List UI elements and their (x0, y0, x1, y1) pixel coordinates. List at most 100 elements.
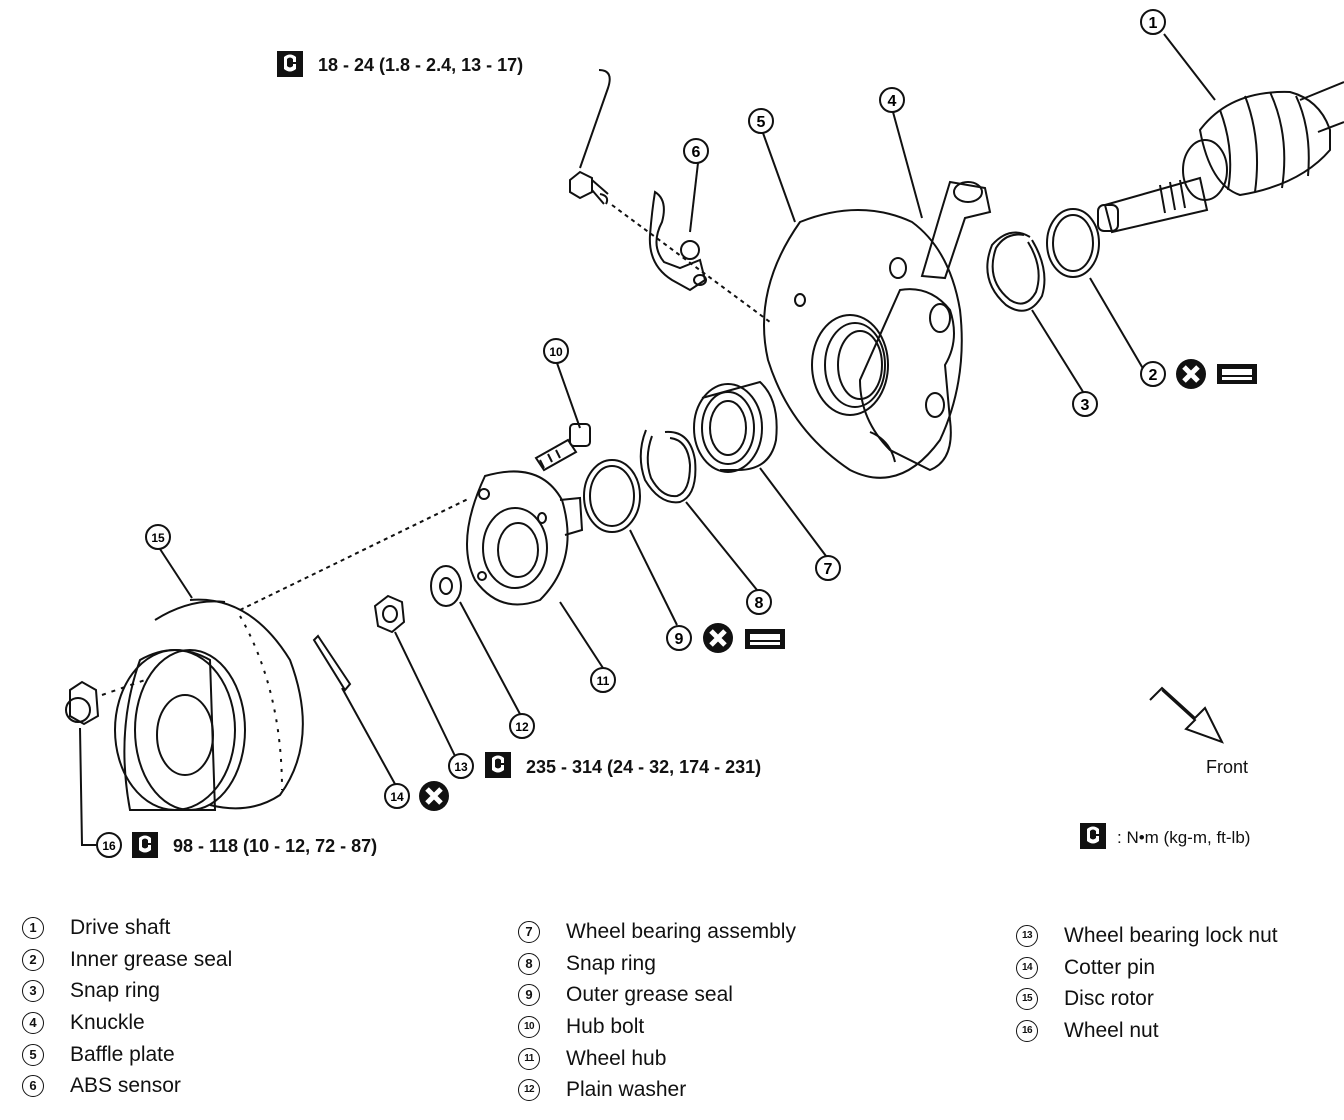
legend-number: 5 (22, 1043, 44, 1066)
callout-11-text: 11 (597, 674, 610, 688)
legend-part-name: Outer grease seal (566, 983, 733, 1007)
legend-number: 16 (1016, 1019, 1038, 1042)
callout-9: 9 (666, 625, 692, 651)
callout-9-text: 9 (675, 631, 684, 648)
callout-8-text: 8 (755, 595, 764, 612)
do-not-reuse-x-icon (703, 623, 733, 653)
legend-part-name: Plain washer (566, 1078, 687, 1102)
legend-item: 5 Baffle plate (22, 1039, 232, 1071)
legend-number: 3 (22, 980, 44, 1003)
legend-item: 3 Snap ring (22, 975, 232, 1007)
torque-spec-lock-nut: 235 - 314 (24 - 32, 174 - 231) (526, 757, 761, 777)
apply-grease-icon (1217, 364, 1257, 384)
callout-3: 3 (1072, 391, 1098, 417)
callout-2-text: 2 (1149, 367, 1158, 384)
legend-part-name: Drive shaft (70, 915, 171, 939)
do-not-reuse-x-icon (419, 781, 449, 811)
abs-sensor-bolt (569, 170, 609, 205)
legend-item: 12 Plain washer (518, 1074, 796, 1106)
legend-number: 7 (518, 920, 540, 943)
callout-6: 6 (683, 138, 709, 164)
legend-part-name: Snap ring (70, 979, 160, 1003)
callout-5: 5 (748, 108, 774, 134)
callout-13-text: 13 (454, 760, 468, 774)
torque-units-legend: : N•m (kg-m, ft-lb) (1117, 828, 1250, 847)
exploded-view-diagram: 1 2 3 4 5 6 7 8 9 10 11 12 13 14 15 16 1… (65, 9, 1344, 858)
callout-5-text: 5 (757, 114, 766, 131)
legend-part-name: Cotter pin (1064, 955, 1156, 979)
baffle-plate (763, 209, 963, 479)
legend-item: 2 Inner grease seal (22, 944, 232, 976)
callout-14-text: 14 (390, 790, 404, 804)
callout-1-text: 1 (1149, 15, 1158, 32)
torque-spec-abs-bolt: 18 - 24 (1.8 - 2.4, 13 - 17) (318, 55, 523, 75)
legend-number: 8 (518, 952, 540, 975)
legend-number: 4 (22, 1011, 44, 1034)
legend-part-name: Baffle plate (70, 1042, 175, 1066)
legend-number: 12 (518, 1079, 540, 1102)
drive-shaft (1097, 81, 1344, 234)
legend-item: 14 Cotter pin (1016, 952, 1278, 984)
inner-grease-seal (1046, 208, 1100, 278)
abs-sensor (648, 190, 707, 292)
do-not-reuse-x-icon (1176, 359, 1206, 389)
legend-number: 15 (1016, 988, 1038, 1011)
legend-part-name: Wheel bearing lock nut (1064, 923, 1278, 947)
torque-wrench-icon (485, 752, 511, 778)
outer-grease-seal (583, 459, 641, 533)
callout-10: 10 (543, 338, 569, 364)
legend-item: 4 Knuckle (22, 1007, 232, 1039)
legend-part-name: Wheel bearing assembly (566, 919, 796, 943)
wheel-nut (65, 680, 100, 726)
callout-4-text: 4 (888, 93, 897, 110)
wheel-bearing-assembly (693, 380, 778, 473)
callout-8: 8 (746, 589, 772, 615)
callout-10-text: 10 (549, 345, 563, 359)
legend-item: 7 Wheel bearing assembly (518, 916, 796, 948)
callout-7: 7 (815, 555, 841, 581)
legend-part-name: Wheel nut (1064, 1018, 1159, 1042)
callout-16: 16 (96, 832, 122, 858)
callout-2: 2 (1140, 361, 1166, 387)
legend-item: 13 Wheel bearing lock nut (1016, 920, 1278, 952)
legend-part-name: ABS sensor (70, 1074, 181, 1098)
torque-wrench-icon (1080, 823, 1106, 849)
disc-rotor (114, 598, 304, 811)
callout-7-text: 7 (824, 561, 833, 578)
callout-4: 4 (879, 87, 905, 113)
front-arrow-icon (1149, 686, 1225, 744)
callout-1: 1 (1140, 9, 1166, 35)
plain-washer (430, 565, 462, 607)
parts-legend-column-3: 13 Wheel bearing lock nut 14 Cotter pin 15… (1016, 920, 1278, 1047)
snap-ring-outer (986, 231, 1046, 312)
callout-16-text: 16 (102, 839, 116, 853)
callout-3-text: 3 (1081, 397, 1090, 414)
legend-part-name: Inner grease seal (70, 947, 233, 971)
legend-number: 1 (22, 916, 44, 939)
legend-item: 15 Disc rotor (1016, 983, 1278, 1015)
legend-number: 11 (518, 1047, 540, 1070)
legend-part-name: Disc rotor (1064, 987, 1154, 1011)
legend-number: 10 (518, 1015, 540, 1038)
torque-spec-wheel-nut: 98 - 118 (10 - 12, 72 - 87) (173, 836, 377, 856)
callout-15-text: 15 (151, 531, 165, 545)
callout-15: 15 (145, 524, 171, 550)
legend-item: 16 Wheel nut (1016, 1015, 1278, 1047)
torque-wrench-icon (132, 832, 158, 858)
callout-11: 11 (590, 667, 616, 693)
legend-number: 14 (1016, 956, 1038, 979)
callout-markers: 1 2 3 4 5 6 7 8 9 10 11 12 13 14 15 16 (96, 9, 1166, 858)
legend-part-name: Snap ring (566, 951, 656, 975)
callout-12-text: 12 (515, 720, 529, 734)
legend-number: 13 (1016, 924, 1038, 947)
legend-part-name: Knuckle (70, 1010, 145, 1034)
callout-12: 12 (509, 713, 535, 739)
callout-6-text: 6 (692, 144, 701, 161)
callout-13: 13 (448, 753, 474, 779)
legend-number: 2 (22, 948, 44, 971)
